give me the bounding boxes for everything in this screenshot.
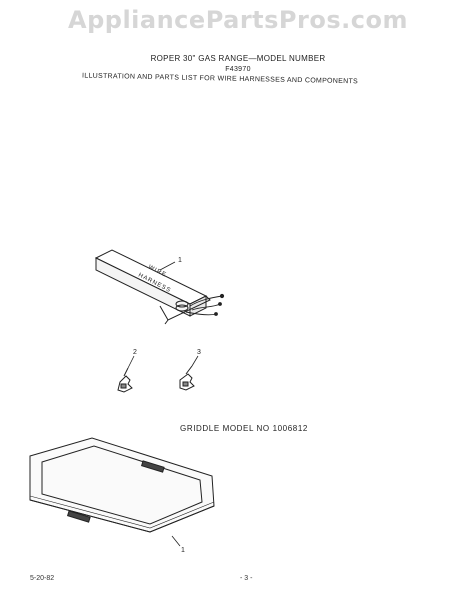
callout-leader-griddle bbox=[171, 535, 181, 547]
griddle-section-title: GRIDDLE MODEL NO 1006812 bbox=[180, 424, 308, 433]
page-number: - 3 - bbox=[240, 575, 253, 582]
terminal-part-3[interactable] bbox=[179, 365, 195, 391]
callout-number-1: 1 bbox=[178, 257, 182, 264]
callout-leader-3 bbox=[191, 355, 199, 367]
griddle-tray[interactable] bbox=[29, 437, 215, 533]
callout-number-griddle: 1 bbox=[181, 547, 185, 554]
model-number: F43970 bbox=[225, 66, 251, 73]
document-title: ROPER 30" GAS RANGE—MODEL NUMBER bbox=[150, 54, 326, 63]
callout-number-3: 3 bbox=[197, 349, 201, 356]
watermark-logo: AppliancePartsPros.com bbox=[68, 6, 408, 34]
wire-harness-package[interactable] bbox=[94, 249, 225, 325]
callout-leader-1 bbox=[159, 261, 176, 271]
callout-number-2: 2 bbox=[133, 349, 137, 356]
callout-leader-2 bbox=[127, 355, 135, 369]
footer-date: 5-20-82 bbox=[30, 575, 55, 582]
terminal-part-2[interactable] bbox=[117, 367, 133, 393]
